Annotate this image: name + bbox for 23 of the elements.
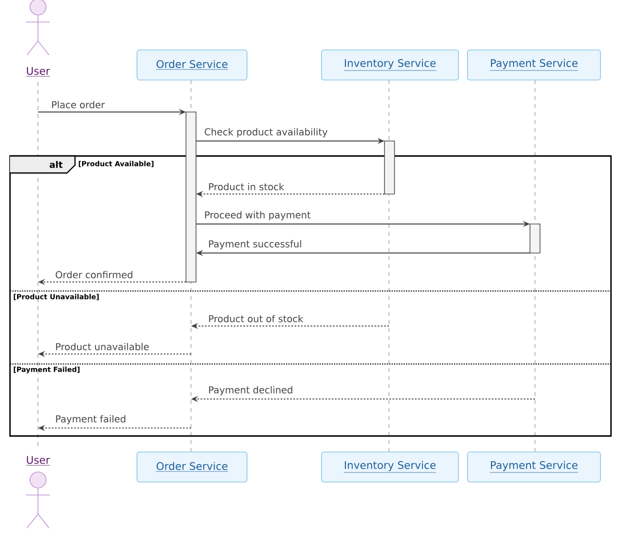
activation-bar [384,140,395,194]
message-label: Payment declined [209,386,292,396]
message-label: Order confirmed [56,270,132,278]
actor-label: User [26,456,50,466]
participant-box: Inventory Service [321,452,459,482]
message-label: Product out of stock [209,314,304,322]
message-label: Payment failed [56,415,126,424]
actor-label: User [26,67,50,76]
message-label: Check product availability [204,128,328,138]
message-label: Place order [52,100,105,108]
participant-box: Order Service [136,452,248,482]
lifeline [534,80,536,452]
message-label: Proceed with payment [205,211,310,220]
message-label: Payment successful [209,240,302,250]
participant-box: Payment Service [467,50,601,80]
participant-box: Order Service [136,50,248,80]
message-label: Product in stock [209,182,284,190]
participant-box: Inventory Service [321,50,459,80]
frame-tab: alt [9,155,76,174]
activation-bar [530,224,540,254]
activation-bar [186,112,196,282]
message-label: Product unavailable [56,342,149,350]
participant-box: Payment Service [467,452,601,482]
